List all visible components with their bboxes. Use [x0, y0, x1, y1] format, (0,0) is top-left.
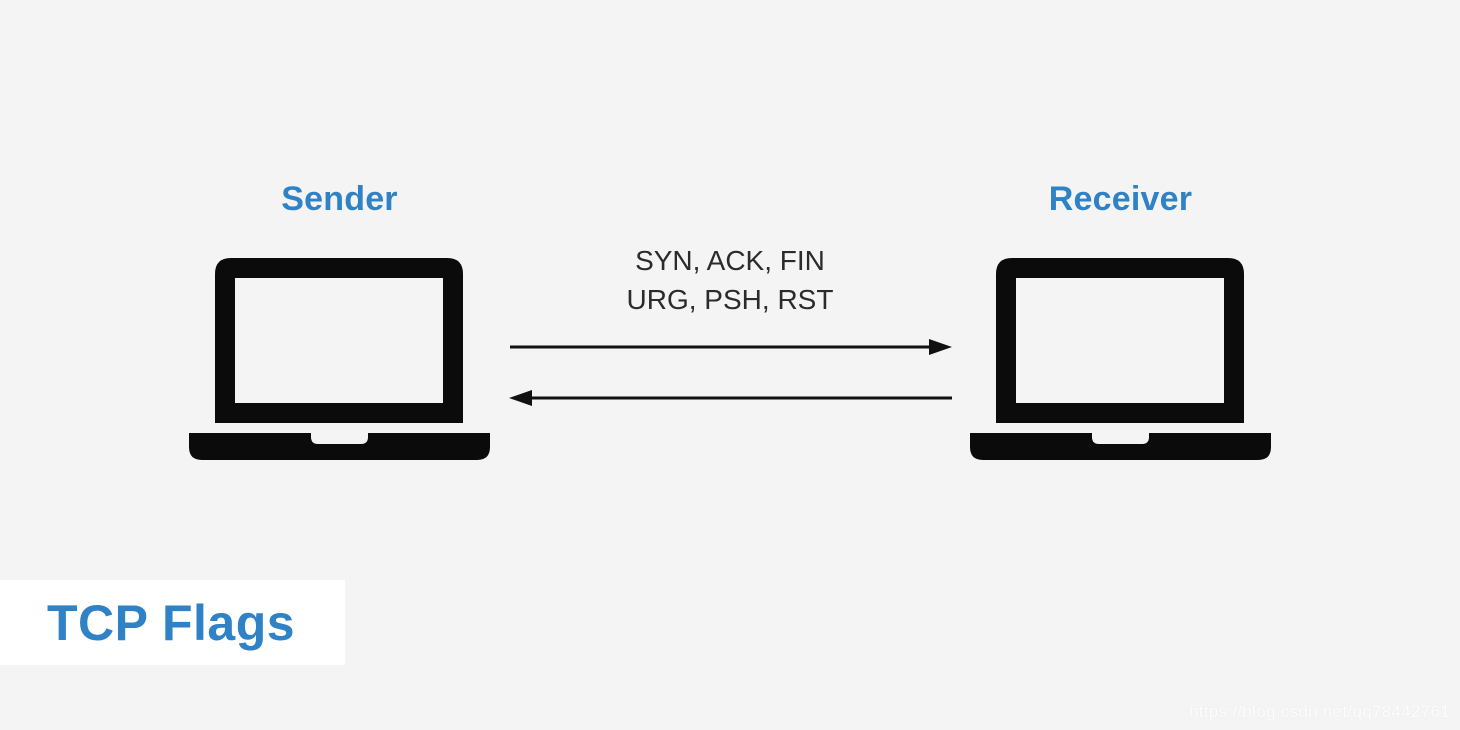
laptop-icon-svg	[970, 258, 1271, 460]
arrow-receiver-to-sender	[509, 390, 952, 406]
receiver-laptop-icon	[970, 258, 1271, 460]
page-title: TCP Flags	[47, 594, 296, 651]
arrows-svg	[509, 339, 952, 406]
tcp-flags-line1: SYN, ACK, FIN	[635, 245, 825, 276]
tcp-flags-line2: URG, PSH, RST	[626, 284, 834, 315]
tcp-flags-list: SYN, ACK, FIN URG, PSH, RST	[510, 241, 950, 319]
watermark-url: https://blog.csdn.net/qq78442761	[1188, 702, 1450, 721]
laptop-icon-svg	[189, 258, 490, 460]
channel-arrows	[503, 333, 958, 413]
sender-laptop-icon	[189, 258, 490, 460]
sender-label: Sender	[281, 180, 398, 218]
title-box: TCP Flags	[0, 580, 345, 665]
receiver-label: Receiver	[1048, 180, 1193, 218]
arrow-sender-to-receiver	[510, 339, 952, 355]
